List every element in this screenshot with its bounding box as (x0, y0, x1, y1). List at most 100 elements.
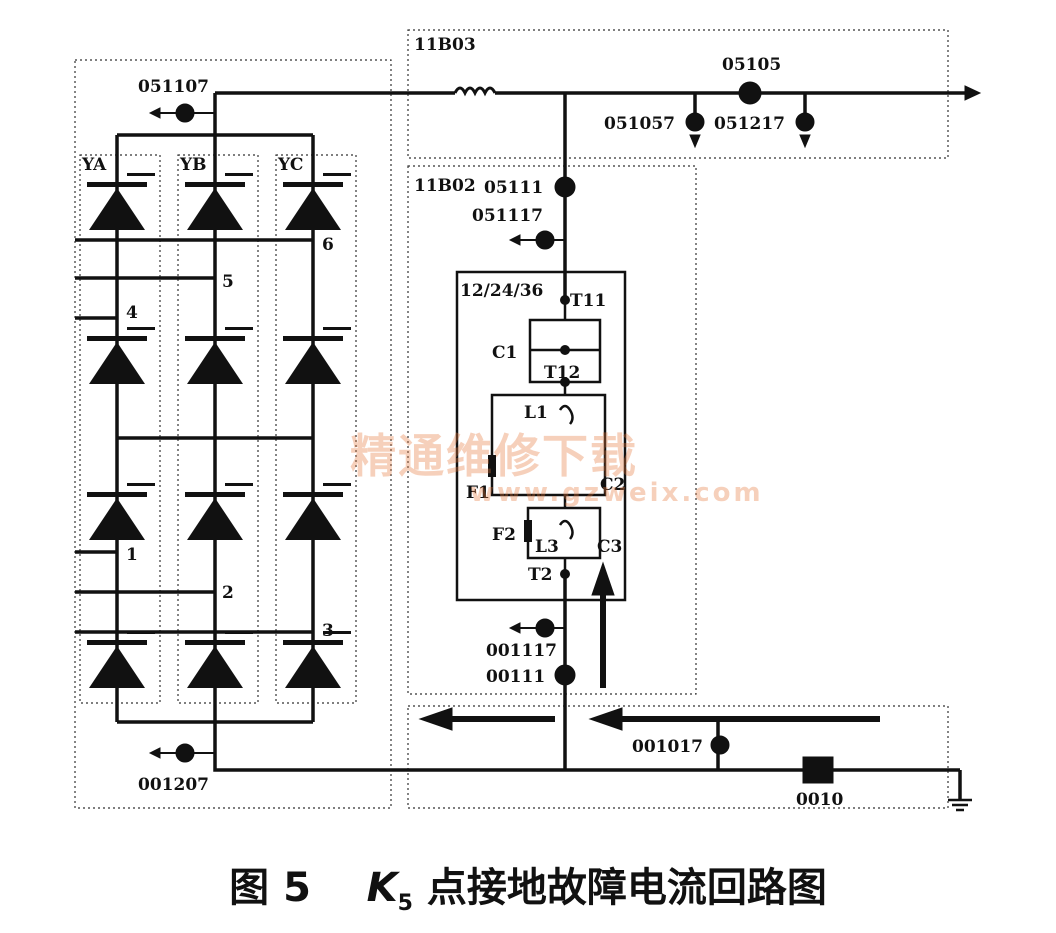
probe-05111-icon (554, 176, 576, 198)
label-05105: 05105 (722, 55, 781, 75)
thyristor-icon-r2-c2 (187, 342, 243, 384)
probe-051217-icon (795, 112, 815, 132)
label-05111: 05111 (484, 178, 543, 198)
thyristor-bar-r2-c2 (185, 336, 245, 341)
ground-icon (948, 798, 972, 812)
resistor-0010-icon (802, 756, 834, 784)
thyristor-bar-r4-c1 (87, 640, 147, 645)
thyristor-gate-r2-c2 (225, 327, 253, 330)
label-L1: L1 (524, 403, 548, 423)
label-0010: 0010 (796, 790, 843, 810)
figure-caption: 图 5 K5 点接地故障电流回路图 (0, 855, 1056, 916)
label-node-5: 5 (222, 272, 234, 292)
thyristor-icon-r4-c2 (187, 646, 243, 688)
label-C1: C1 (492, 343, 517, 363)
label-L3: L3 (535, 537, 559, 557)
probe-001117-icon (535, 618, 555, 638)
thyristor-gate-r4-c1 (127, 631, 155, 634)
label-phase-YC: YC (277, 155, 303, 175)
thyristor-gate-r2-c1 (127, 327, 155, 330)
label-C3: C3 (597, 537, 622, 557)
label-node-1: 1 (126, 545, 138, 565)
thyristor-gate-r1-c2 (225, 173, 253, 176)
column-YA (79, 154, 161, 704)
caption-k-sub: 5 (397, 891, 413, 916)
thyristor-icon-r3-c3 (285, 498, 341, 540)
thyristor-bar-r2-c1 (87, 336, 147, 341)
thyristor-icon-r1-c3 (285, 188, 341, 230)
label-node-2: 2 (222, 583, 234, 603)
label-051117: 051117 (472, 206, 543, 226)
label-051217: 051217 (714, 114, 785, 134)
thyristor-bar-r4-c3 (283, 640, 343, 645)
thyristor-icon-r4-c3 (285, 646, 341, 688)
thyristor-icon-r3-c1 (89, 498, 145, 540)
thyristor-bar-r1-c1 (87, 182, 147, 187)
probe-051057-icon (685, 112, 705, 132)
probe-051217-arrow-icon (799, 134, 811, 149)
label-C2: C2 (600, 475, 625, 495)
probe-001017-icon (710, 735, 730, 755)
rectifier-enclosure (74, 59, 392, 809)
thyristor-gate-r2-c3 (323, 327, 351, 330)
box-ground-bus (407, 705, 949, 809)
label-001017: 001017 (632, 737, 703, 757)
thyristor-bar-r3-c2 (185, 492, 245, 497)
thyristor-gate-r3-c3 (323, 483, 351, 486)
label-T11: T11 (570, 291, 606, 311)
probe-051057-arrow-icon (689, 134, 701, 149)
node-T2 (560, 569, 570, 579)
thyristor-icon-r3-c2 (187, 498, 243, 540)
label-F1: F1 (466, 483, 490, 503)
label-node-4: 4 (126, 303, 138, 323)
caption-rest: 点接地故障电流回路图 (412, 865, 827, 911)
label-F2: F2 (492, 525, 516, 545)
thyristor-icon-r2-c1 (89, 342, 145, 384)
bus-out-arrow-icon (964, 85, 982, 101)
thyristor-group (87, 173, 351, 688)
probe-051117-icon (535, 230, 555, 250)
thyristor-gate-r1-c1 (127, 173, 155, 176)
thyristor-gate-r1-c3 (323, 173, 351, 176)
label-051057: 051057 (604, 114, 675, 134)
caption-k: K (366, 865, 398, 911)
label-001207: 001207 (138, 775, 209, 795)
thyristor-icon-r2-c3 (285, 342, 341, 384)
probe-00111-icon (554, 664, 576, 686)
l1-box (490, 393, 607, 497)
column-YB (177, 154, 259, 704)
label-node-6: 6 (322, 235, 334, 255)
thyristor-gate-r3-c1 (127, 483, 155, 486)
thyristor-gate-r4-c2 (225, 631, 253, 634)
probe-051107-icon (175, 103, 195, 123)
f2-fuse-icon (524, 520, 532, 542)
thyristor-bar-r4-c2 (185, 640, 245, 645)
arrow-left-2-head-icon (418, 707, 453, 731)
arrow-up-head-icon (591, 561, 615, 596)
thyristor-bar-r1-c2 (185, 182, 245, 187)
label-11B03: 11B03 (414, 35, 476, 55)
probe-001117-arrow-icon (508, 622, 521, 634)
watermark-cn: 精通维修下载 (350, 429, 638, 483)
probe-001207-arrow-icon (148, 747, 161, 759)
inductor-icon (453, 86, 497, 97)
probe-051107-arrow-icon (148, 107, 161, 119)
node-T11 (560, 295, 570, 305)
label-phase-YA: YA (81, 155, 107, 175)
label-filter: 12/24/36 (460, 281, 543, 301)
label-T12: T12 (544, 363, 580, 383)
probe-05105-icon (738, 81, 762, 105)
bottom-bus (213, 722, 960, 772)
watermark-url: www.gzweix.com (470, 478, 764, 508)
thyristor-icon-r4-c1 (89, 646, 145, 688)
filter-box (455, 270, 627, 602)
thyristor-bar-r3-c1 (87, 492, 147, 497)
l3-coil (558, 519, 574, 540)
node-T12 (560, 377, 570, 387)
label-phase-YB: YB (179, 155, 207, 175)
thyristor-gate-r3-c2 (225, 483, 253, 486)
label-11B02: 11B02 (414, 176, 476, 196)
probe-001207-icon (175, 743, 195, 763)
arrow-left-1-head-icon (588, 707, 623, 731)
thyristor-bar-r3-c3 (283, 492, 343, 497)
